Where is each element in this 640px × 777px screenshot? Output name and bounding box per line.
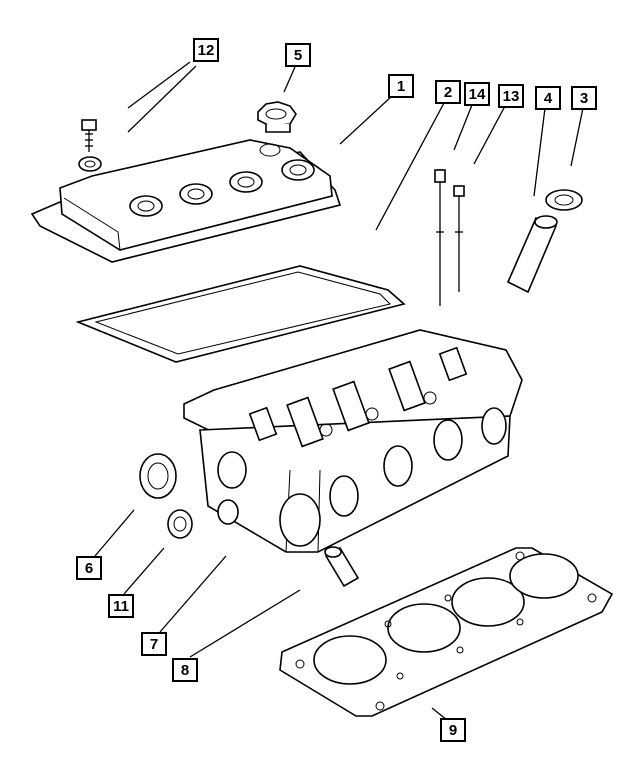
leader-lines	[94, 61, 584, 725]
callout-6: 6	[76, 556, 102, 580]
callout-4: 4	[535, 86, 561, 110]
callout-5: 5	[285, 43, 311, 67]
callout-11: 11	[108, 594, 134, 618]
oil-filler-cap	[257, 101, 297, 133]
head-bolts	[434, 169, 465, 306]
callout-1: 1	[388, 74, 414, 98]
cover-gasket	[75, 265, 406, 363]
callout-3: 3	[571, 86, 597, 110]
cylinder-head	[183, 329, 523, 553]
callout-14: 14	[464, 82, 490, 106]
spark-plug-tube	[506, 189, 583, 294]
callout-9: 9	[440, 718, 466, 742]
cover-bolt	[78, 119, 102, 172]
callout-7: 7	[141, 632, 167, 656]
callout-2: 2	[435, 80, 461, 104]
callout-13: 13	[498, 84, 524, 108]
head-gasket	[279, 547, 614, 717]
valve-cover	[30, 139, 342, 263]
camshaft-seals	[139, 453, 360, 588]
callout-8: 8	[172, 658, 198, 682]
callout-12: 12	[193, 38, 219, 62]
